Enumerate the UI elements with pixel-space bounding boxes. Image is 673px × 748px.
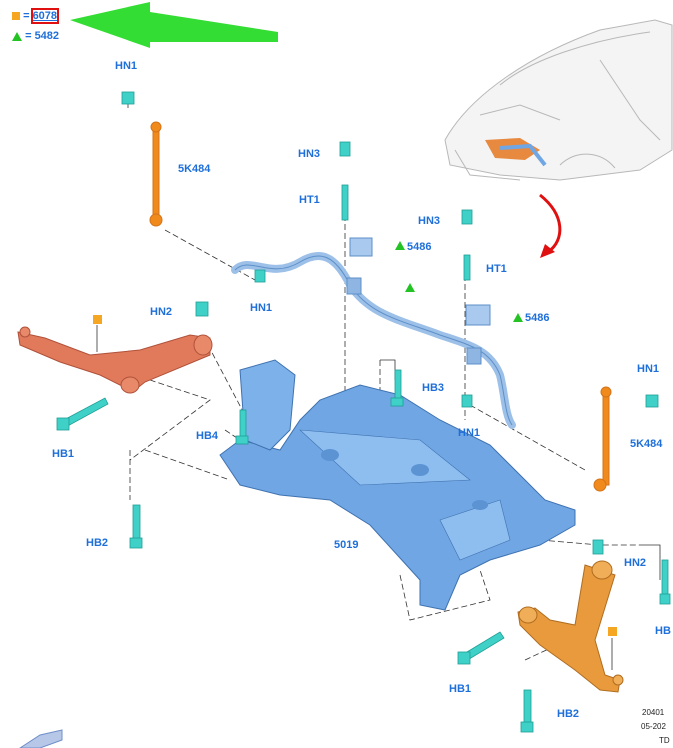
red-pointer-head: [540, 244, 555, 258]
view-direction-arrow-icon: [19, 729, 63, 748]
callout-hn2-left[interactable]: HN2: [150, 306, 173, 318]
marker-square-right: [608, 627, 617, 636]
red-pointer-arrow: [539, 193, 562, 254]
footer-ref-line3: TD: [659, 736, 670, 745]
callout-hb2-bottom[interactable]: HB2: [557, 708, 580, 720]
callout-hn3-right[interactable]: HN3: [418, 215, 441, 227]
leader-lines-solid: [96, 98, 661, 670]
marker-square-left: [93, 315, 102, 324]
marker-triangle-center: [405, 283, 415, 292]
stabilizer-links: [149, 121, 612, 492]
callout-hb-right[interactable]: HB: [655, 625, 671, 637]
control-arm-right: [517, 560, 624, 693]
bushings: [349, 237, 491, 326]
subframe-5019: [219, 359, 576, 611]
callout-hn1-right[interactable]: HN1: [637, 363, 660, 375]
green-arrow: [70, 2, 278, 48]
footer-ref-line2: 05-202: [641, 722, 666, 731]
legend-equals: =: [23, 10, 30, 22]
callout-hb4[interactable]: HB4: [196, 430, 219, 442]
callout-5486-center[interactable]: 5486: [407, 241, 432, 253]
legend-code-5482[interactable]: 5482: [34, 30, 60, 42]
marker-triangle-5486-b: [513, 313, 523, 322]
legend-code-6078[interactable]: 6078: [30, 8, 60, 24]
callout-5486-right[interactable]: 5486: [525, 312, 550, 324]
callout-ht1-right[interactable]: HT1: [486, 263, 507, 275]
square-icon: [12, 12, 20, 21]
callout-hb3[interactable]: HB3: [422, 382, 445, 394]
vehicle-highlight: [485, 138, 547, 167]
callout-hn1-link[interactable]: HN1: [250, 302, 273, 314]
control-arm-left: [17, 326, 213, 394]
legend-row-triangle: = 5482: [12, 30, 59, 42]
legend-row-square: = 6078: [12, 8, 60, 24]
callout-ht1-center[interactable]: HT1: [299, 194, 320, 206]
callout-hb1-bottom[interactable]: HB1: [449, 683, 472, 695]
callout-hn2-right[interactable]: HN2: [624, 557, 647, 569]
footer-ref-line1: 20401: [642, 708, 665, 717]
callout-5k484-right[interactable]: 5K484: [630, 438, 663, 450]
marker-triangle-5486-a: [395, 241, 405, 250]
callout-hn1-right-link[interactable]: HN1: [458, 427, 481, 439]
vehicle-outline: [444, 19, 673, 181]
callout-hn3-center[interactable]: HN3: [298, 148, 321, 160]
legend-equals: =: [25, 30, 32, 42]
callout-5k484-left[interactable]: 5K484: [178, 163, 211, 175]
callout-hn1-left[interactable]: HN1: [115, 60, 138, 72]
callout-hb2-left[interactable]: HB2: [86, 537, 109, 549]
callout-5019[interactable]: 5019: [334, 539, 359, 551]
callout-hb1-left[interactable]: HB1: [52, 448, 75, 460]
triangle-icon: [12, 31, 22, 41]
stabilizer-bar: [231, 251, 516, 429]
fasteners: [56, 91, 671, 733]
